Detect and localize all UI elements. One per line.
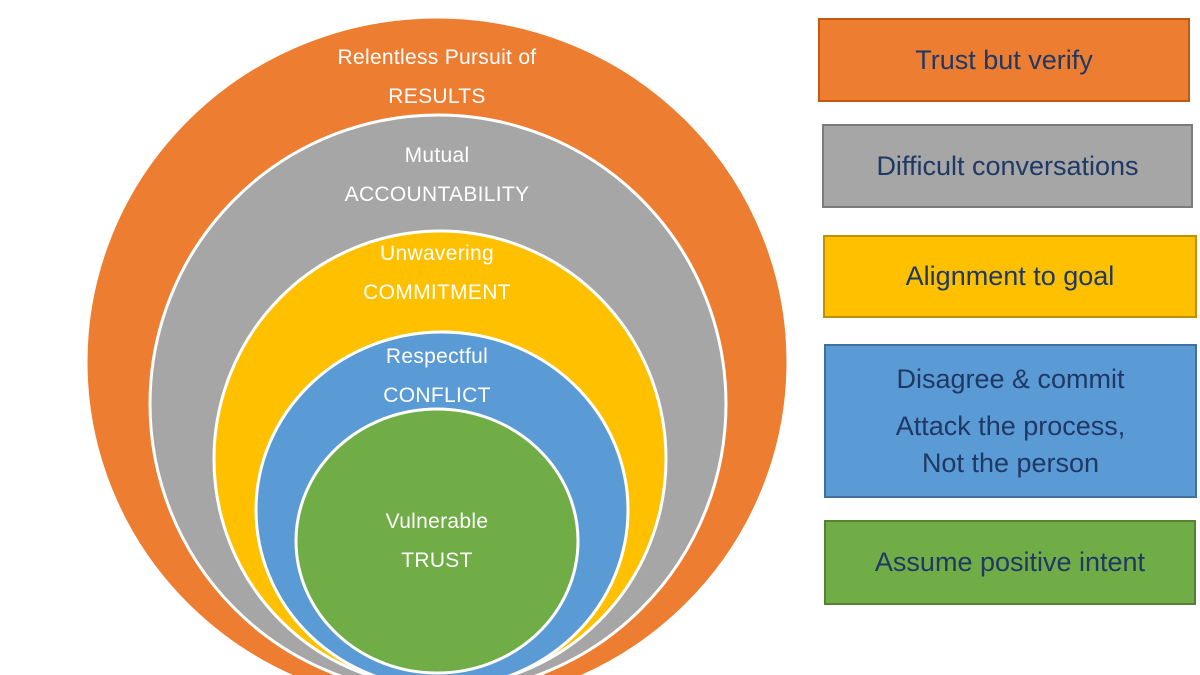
ring-title: CONFLICT bbox=[383, 384, 491, 407]
legend-text: Disagree & commit bbox=[896, 363, 1125, 394]
legend-alignment-to-goal: Alignment to goal bbox=[823, 235, 1197, 318]
legend-difficult-conversations: Difficult conversations bbox=[822, 124, 1193, 208]
ring-qualifier: Vulnerable bbox=[385, 510, 489, 533]
ring-title: ACCOUNTABILITY bbox=[344, 183, 530, 206]
legend-text: Alignment to goal bbox=[905, 261, 1115, 291]
ring-qualifier: Unwavering bbox=[380, 242, 494, 265]
ring-label-accountability: Mutual ACCOUNTABILITY bbox=[237, 136, 637, 214]
ring-label-trust: Vulnerable TRUST bbox=[237, 502, 637, 580]
ring-label-results: Relentless Pursuit of RESULTS bbox=[237, 38, 637, 116]
ring-trust-circle bbox=[294, 407, 580, 675]
legend-text: Attack the process, bbox=[895, 410, 1126, 441]
ring-qualifier: Relentless Pursuit of bbox=[337, 46, 537, 69]
ring-title: COMMITMENT bbox=[363, 281, 511, 304]
ring-qualifier: Mutual bbox=[404, 144, 470, 167]
legend-disagree-and-commit: Disagree & commit Attack the process, No… bbox=[824, 344, 1197, 498]
legend-text: Trust but verify bbox=[915, 44, 1093, 75]
ring-title: TRUST bbox=[401, 549, 473, 572]
legend-text: Assume positive intent bbox=[874, 547, 1146, 577]
ring-title: RESULTS bbox=[388, 85, 486, 108]
ring-qualifier: Respectful bbox=[385, 345, 489, 368]
legend-assume-positive-intent: Assume positive intent bbox=[824, 520, 1196, 605]
legend-trust-but-verify: Trust but verify bbox=[818, 18, 1190, 102]
legend-text: Not the person bbox=[921, 447, 1100, 478]
nested-circles-diagram bbox=[84, 15, 790, 675]
ring-label-conflict: Respectful CONFLICT bbox=[237, 337, 637, 415]
legend-text: Difficult conversations bbox=[876, 150, 1139, 181]
ring-label-commitment: Unwavering COMMITMENT bbox=[237, 234, 637, 312]
